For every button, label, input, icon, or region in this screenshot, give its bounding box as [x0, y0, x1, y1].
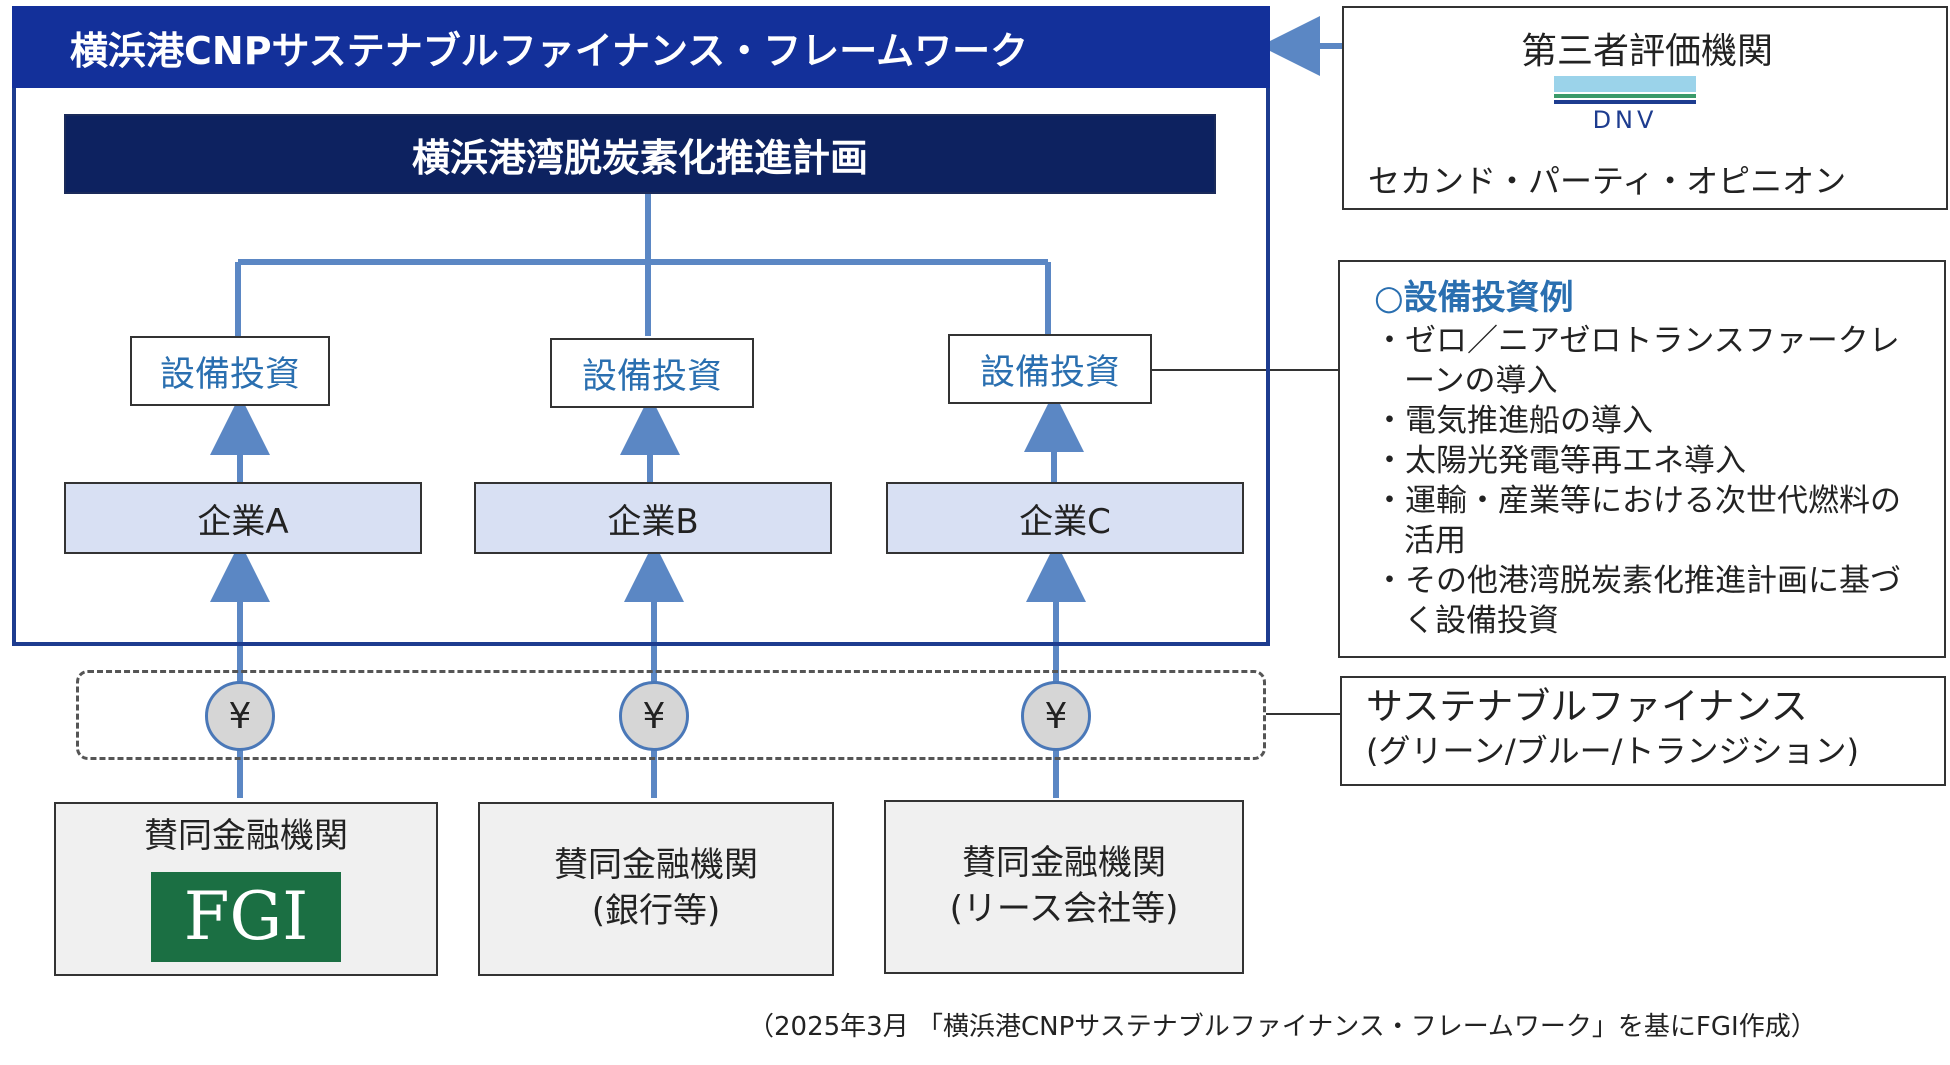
example-item: ・ゼロ／ニアゼロトランスファークレーンの導入 [1374, 323, 1900, 399]
finance-band [76, 670, 1266, 760]
yen-icon: ¥ [619, 681, 689, 751]
third-party-box: 第三者評価機関 DNV セカンド・パーティ・オピニオン [1342, 6, 1948, 210]
example-item: ・太陽光発電等再エネ導入 [1374, 443, 1746, 479]
fgi-logo: FGI [151, 871, 341, 962]
yen-icon: ¥ [1021, 681, 1091, 751]
bank-type: (リース会社等) [949, 889, 1179, 929]
examples-title: ○設備投資例 [1374, 278, 1574, 318]
sustainable-finance-box: サステナブルファイナンス (グリーン/ブルー/トランジション) [1340, 676, 1946, 786]
bank-box-leasing: 賛同金融機関 (リース会社等) [884, 800, 1244, 974]
example-item: ・運輸・産業等における次世代燃料の活用 [1374, 483, 1901, 559]
framework-title: 横浜港CNPサステナブルファイナンス・フレームワーク [12, 6, 1270, 88]
company-c: 企業C [886, 482, 1244, 554]
bank-name: 賛同金融機関 [554, 845, 758, 886]
bank-box-banks: 賛同金融機関 (銀行等) [478, 802, 834, 976]
dnv-logo-text: DNV [1592, 106, 1658, 134]
bank-box-fgi: 賛同金融機関 FGI [54, 802, 438, 976]
investment-box-c: 設備投資 [948, 334, 1152, 404]
dnv-logo-band [1554, 100, 1696, 104]
investment-box-b: 設備投資 [550, 338, 754, 408]
example-item: ・電気推進船の導入 [1374, 403, 1653, 439]
bank-type: (銀行等) [591, 891, 721, 931]
investment-examples-box: ○設備投資例 ・ゼロ／ニアゼロトランスファークレーンの導入 ・電気推進船の導入 … [1338, 260, 1946, 658]
finance-types: (グリーン/ブルー/トランジション) [1366, 732, 1859, 770]
example-item: ・その他港湾脱炭素化推進計画に基づく設備投資 [1374, 563, 1901, 639]
investment-box-a: 設備投資 [130, 336, 330, 406]
third-party-title: 第三者評価機関 [1520, 31, 1773, 72]
bank-name: 賛同金融機関 [144, 816, 348, 856]
company-a: 企業A [64, 482, 422, 554]
company-b: 企業B [474, 482, 832, 554]
source-note: （2025年3月 「横浜港CNPサステナブルファイナンス・フレームワーク」を基に… [748, 1012, 1817, 1042]
yen-icon: ¥ [205, 681, 275, 751]
plan-title: 横浜港湾脱炭素化推進計画 [64, 114, 1216, 194]
dnv-logo: DNV [1554, 76, 1696, 138]
dnv-logo-band [1554, 94, 1696, 98]
dnv-logo-band [1554, 76, 1696, 92]
second-party-opinion-label: セカンド・パーティ・オピニオン [1368, 162, 1847, 200]
sustainable-finance-label: サステナブルファイナンス [1366, 685, 1808, 728]
bank-name: 賛同金融機関 [962, 843, 1166, 884]
